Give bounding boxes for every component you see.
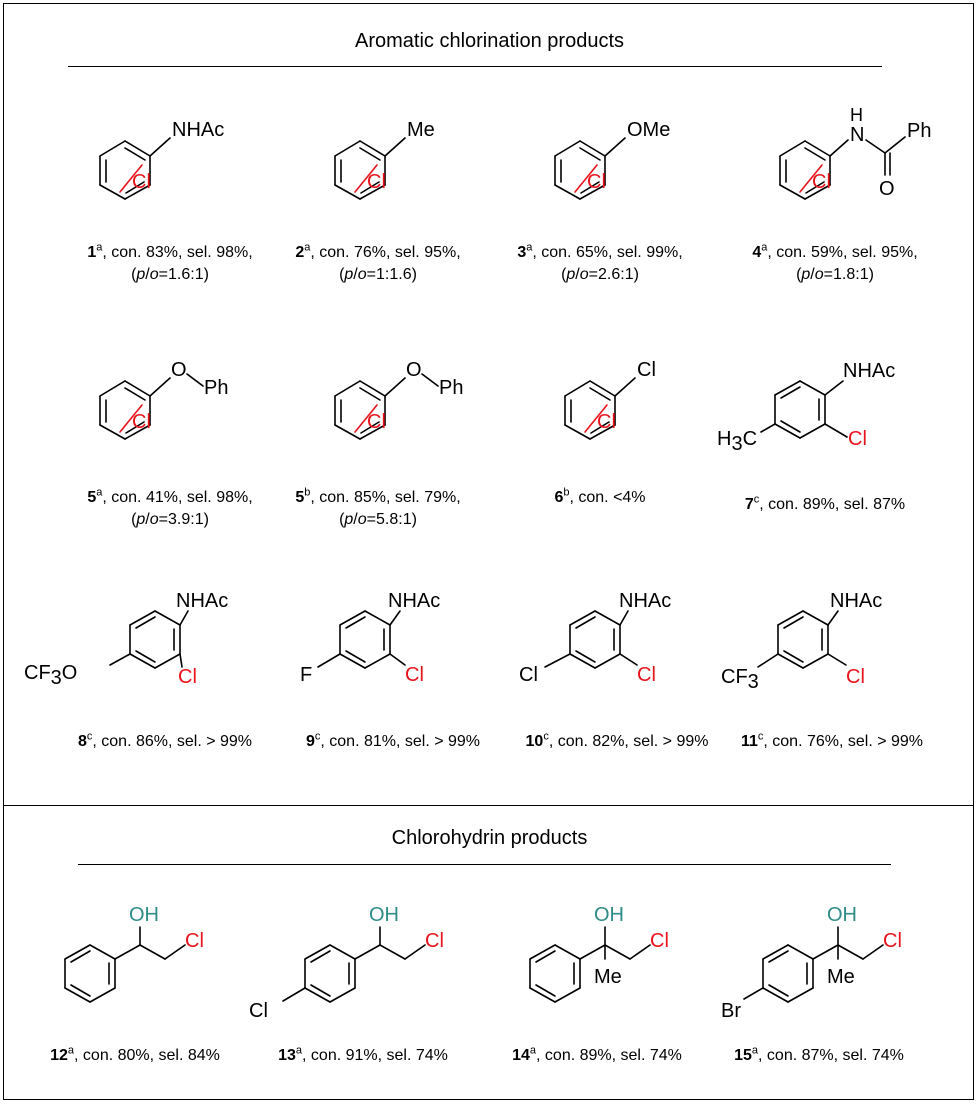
svg-text:Cl: Cl xyxy=(812,171,831,193)
svg-text:NHAc: NHAc xyxy=(830,590,882,612)
structure-2: Me Cl xyxy=(334,119,435,200)
svg-text:CF3: CF3 xyxy=(721,666,759,693)
svg-text:NHAc: NHAc xyxy=(172,119,224,141)
section-divider xyxy=(3,805,974,806)
structure-3: OMe Cl xyxy=(554,119,670,200)
structure-1: NHAc Cl xyxy=(99,119,224,200)
aromatic-section-title: Aromatic chlorination products xyxy=(354,30,624,52)
svg-text:OMe: OMe xyxy=(627,119,670,141)
structure-15: Br OH Me Cl xyxy=(721,904,902,1022)
caption-7: 7c, con. 89%, sel. 87% xyxy=(744,493,906,513)
svg-text:H3C: H3C xyxy=(717,428,757,455)
structure-12: OH Cl xyxy=(64,904,204,1003)
svg-text:Cl: Cl xyxy=(883,930,902,952)
svg-text:NHAc: NHAc xyxy=(388,590,440,612)
svg-text:Cl: Cl xyxy=(637,664,656,686)
structure-4: H N O Ph Cl xyxy=(779,105,931,200)
svg-text:Cl: Cl xyxy=(597,411,616,433)
chlorohydrin-title-rule xyxy=(78,864,891,865)
figure-frame xyxy=(3,3,974,1100)
caption-8: 8c, con. 86%, sel. > 99% xyxy=(77,730,253,750)
svg-text:Cl: Cl xyxy=(132,411,151,433)
svg-text:Cl: Cl xyxy=(367,171,386,193)
svg-text:Cl: Cl xyxy=(519,664,538,686)
caption-6: 6b, con. <4% xyxy=(554,486,646,506)
svg-text:O: O xyxy=(879,178,895,200)
caption-3: 3a, con. 65%, sel. 99%,(p/o=2.6:1) xyxy=(517,241,683,283)
svg-text:NHAc: NHAc xyxy=(619,590,671,612)
svg-text:Cl: Cl xyxy=(425,930,444,952)
caption-5a: 5a, con. 41%, sel. 98%,(p/o=3.9:1) xyxy=(87,486,253,528)
structure-8: NHAc Cl CF3O xyxy=(24,590,228,689)
svg-text:Cl: Cl xyxy=(367,411,386,433)
svg-text:CF3O: CF3O xyxy=(24,662,77,689)
svg-text:OH: OH xyxy=(594,904,624,926)
svg-text:O: O xyxy=(406,359,422,381)
caption-15: 15a, con. 87%, sel. 74% xyxy=(734,1044,904,1064)
chlorohydrin-section-title: Chlorohydrin products xyxy=(391,827,588,849)
aromatic-title-rule xyxy=(68,66,882,67)
svg-text:H: H xyxy=(850,105,863,125)
structure-7: NHAc Cl H3C xyxy=(717,360,895,455)
svg-text:OH: OH xyxy=(129,904,159,926)
caption-4: 4a, con. 59%, sel. 95%,(p/o=1.8:1) xyxy=(752,241,918,283)
svg-text:Cl: Cl xyxy=(185,930,204,952)
svg-text:Me: Me xyxy=(827,966,855,988)
svg-text:Cl: Cl xyxy=(405,664,424,686)
caption-13: 13a, con. 91%, sel. 74% xyxy=(278,1044,448,1064)
structure-10: NHAc Cl Cl xyxy=(519,590,671,686)
svg-text:Cl: Cl xyxy=(132,171,151,193)
caption-2: 2a, con. 76%, sel. 95%,(p/o=1:1.6) xyxy=(295,241,461,283)
svg-text:N: N xyxy=(850,124,864,146)
caption-10: 10c, con. 82%, sel. > 99% xyxy=(525,730,709,750)
svg-text:Ph: Ph xyxy=(439,377,463,399)
svg-text:Cl: Cl xyxy=(846,666,865,688)
svg-text:Br: Br xyxy=(721,1000,741,1022)
svg-text:OH: OH xyxy=(827,904,857,926)
svg-text:NHAc: NHAc xyxy=(176,590,228,612)
svg-text:OH: OH xyxy=(369,904,399,926)
structure-5a: O Ph Cl xyxy=(99,359,228,440)
svg-text:O: O xyxy=(171,359,187,381)
structure-11: NHAc Cl CF3 xyxy=(721,590,882,693)
structure-9: NHAc Cl F xyxy=(300,590,440,686)
caption-9: 9c, con. 81%, sel. > 99% xyxy=(305,730,481,750)
structure-14: OH Me Cl xyxy=(529,904,669,1003)
svg-text:Ph: Ph xyxy=(204,377,228,399)
caption-14: 14a, con. 89%, sel. 74% xyxy=(512,1044,682,1064)
svg-text:Me: Me xyxy=(594,966,622,988)
svg-text:Cl: Cl xyxy=(178,666,197,688)
structure-5b: O Ph Cl xyxy=(334,359,463,440)
svg-text:Cl: Cl xyxy=(848,428,867,450)
svg-text:F: F xyxy=(300,664,312,686)
svg-text:Me: Me xyxy=(407,119,435,141)
caption-1: 1a, con. 83%, sel. 98%,(p/o=1.6:1) xyxy=(87,241,253,283)
svg-text:Cl: Cl xyxy=(637,359,656,381)
svg-text:Cl: Cl xyxy=(249,1000,268,1022)
svg-text:Cl: Cl xyxy=(587,171,606,193)
svg-text:Cl: Cl xyxy=(650,930,669,952)
svg-text:NHAc: NHAc xyxy=(843,360,895,382)
structure-6: Cl Cl xyxy=(564,359,656,440)
caption-5b: 5b, con. 85%, sel. 79%,(p/o=5.8:1) xyxy=(295,486,461,528)
caption-12: 12a, con. 80%, sel. 84% xyxy=(50,1044,220,1064)
svg-text:Ph: Ph xyxy=(907,120,931,142)
caption-11: 11c, con. 76%, sel. > 99% xyxy=(740,730,924,750)
structure-13: Cl OH Cl xyxy=(249,904,444,1022)
